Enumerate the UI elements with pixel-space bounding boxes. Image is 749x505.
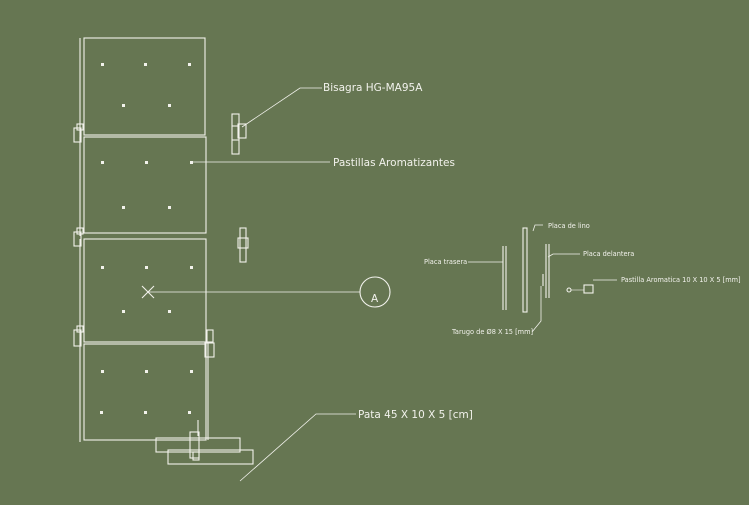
foot-label: Pata 45 X 10 X 5 [cm]: [358, 409, 473, 421]
pastille-dots: [100, 63, 193, 414]
pastille-detail-label: Pastilla Aromatica 10 X 10 X 5 [mm]: [621, 276, 741, 284]
linen-plate-label: Placa de lino: [548, 222, 590, 230]
panel-2: [79, 136, 207, 236]
screen-foot: [155, 420, 241, 461]
front-plate-label: Placa delantera: [583, 250, 634, 258]
dowel-label: Tarugo de Ø8 X 15 [mm]: [451, 328, 533, 336]
foot-detail: [167, 449, 254, 465]
panel-4: [79, 342, 209, 442]
section-a-detail: [502, 227, 594, 313]
hinge-label: Bisagra HG-MA95A: [323, 82, 423, 94]
leader-lines: [193, 87, 617, 482]
panel-hinges: [73, 123, 215, 358]
panel-3: [79, 238, 207, 344]
hinge-detail-2: [237, 227, 249, 263]
section-marker-label: A: [371, 293, 379, 305]
hinge-detail-1: [231, 113, 247, 155]
section-reference: [141, 276, 391, 308]
back-plate-label: Placa trasera: [424, 258, 467, 266]
pastilles-label: Pastillas Aromatizantes: [333, 157, 455, 169]
panel-1: [79, 37, 206, 140]
